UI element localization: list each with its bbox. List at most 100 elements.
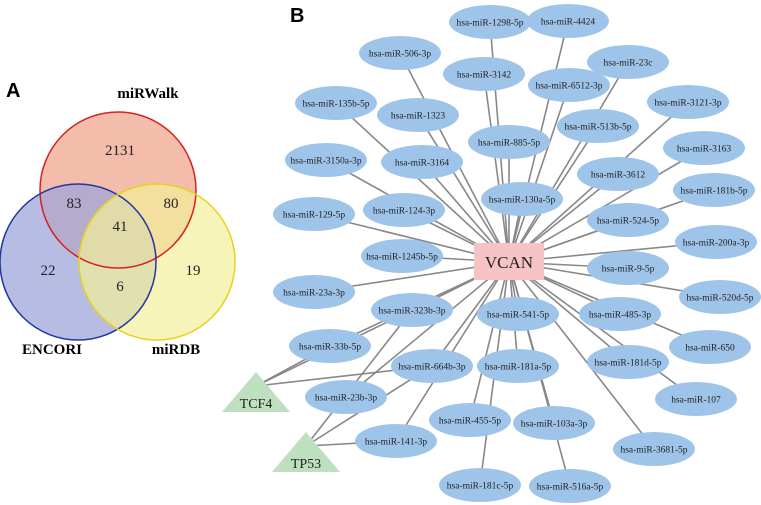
mirna-ellipse bbox=[468, 125, 550, 159]
mirna-label: hsa-miR-200a-3p bbox=[683, 239, 750, 249]
mirna-node-hsa-mir-485-3p: hsa-miR-485-3p bbox=[579, 297, 661, 331]
mirna-label: hsa-miR-650 bbox=[685, 344, 735, 354]
mirna-label: hsa-miR-885-5p bbox=[478, 139, 541, 149]
mirna-node-hsa-mir-124-3p: hsa-miR-124-3p bbox=[363, 193, 445, 227]
mirna-ellipse bbox=[663, 131, 745, 165]
mirna-ellipse bbox=[527, 4, 609, 38]
mirna-label: hsa-miR-107 bbox=[671, 396, 721, 406]
mirna-label: hsa-miR-181b-5p bbox=[680, 187, 747, 197]
mirna-label: hsa-miR-129-5p bbox=[283, 211, 346, 221]
mirna-label: hsa-miR-524-5p bbox=[597, 217, 660, 227]
mirna-label: hsa-miR-141-3p bbox=[365, 438, 428, 448]
mirna-ellipse bbox=[355, 424, 437, 458]
mirna-ellipse bbox=[381, 145, 463, 179]
edge-vcan-hsa-mir-3681-5p bbox=[508, 261, 655, 450]
mirna-label: hsa-miR-516a-5p bbox=[537, 483, 604, 493]
mirna-label: hsa-miR-6512-3p bbox=[535, 82, 602, 92]
mirna-ellipse bbox=[439, 468, 521, 502]
count-mirwalk-only: 2131 bbox=[105, 143, 135, 159]
mirna-node-hsa-mir-181d-5p: hsa-miR-181d-5p bbox=[587, 345, 669, 379]
mirna-ellipse bbox=[477, 297, 559, 331]
mirna-ellipse bbox=[377, 98, 459, 132]
mirna-node-hsa-mir-23a-3p: hsa-miR-23a-3p bbox=[273, 275, 355, 309]
mirna-node-hsa-mir-455-5p: hsa-miR-455-5p bbox=[429, 403, 511, 437]
mirna-node-hsa-mir-181a-5p: hsa-miR-181a-5p bbox=[477, 349, 559, 383]
mirna-nodes: hsa-miR-1298-5p hsa-miR-4424 hsa-miR-506-3… bbox=[273, 4, 761, 503]
mirna-ellipse bbox=[579, 297, 661, 331]
mirna-ellipse bbox=[285, 143, 367, 177]
mirna-node-hsa-mir-3163: hsa-miR-3163 bbox=[663, 131, 745, 165]
mirna-label: hsa-miR-181d-5p bbox=[594, 359, 661, 369]
mirna-label: hsa-miR-323b-3p bbox=[378, 307, 445, 317]
mirna-ellipse bbox=[477, 349, 559, 383]
mirna-ellipse bbox=[295, 86, 377, 120]
mirna-ellipse bbox=[391, 349, 473, 383]
count-all-three: 41 bbox=[113, 219, 128, 235]
mirna-ellipse bbox=[443, 57, 525, 91]
venn-circle-mirdb bbox=[79, 184, 235, 340]
hub-box bbox=[474, 243, 544, 280]
mirna-label: hsa-miR-3612 bbox=[591, 171, 646, 181]
mirna-label: hsa-miR-23a-3p bbox=[283, 289, 345, 299]
tf-node-tp53: TP53 bbox=[272, 432, 340, 472]
edge-vcan-hsa-mir-23c bbox=[508, 61, 629, 263]
mirna-label: hsa-miR-1298-5p bbox=[456, 19, 523, 29]
mirna-ellipse bbox=[673, 173, 755, 207]
edge-vcan-hsa-mir-6512-3p bbox=[508, 84, 570, 263]
mirna-node-hsa-mir-129-5p: hsa-miR-129-5p bbox=[273, 197, 355, 231]
mirna-ellipse bbox=[359, 36, 441, 70]
edge-vcan-hsa-mir-1323 bbox=[417, 114, 510, 263]
mirna-node-hsa-mir-130a-5p: hsa-miR-130a-5p bbox=[481, 182, 563, 216]
mirna-node-hsa-mir-181c-5p: hsa-miR-181c-5p bbox=[439, 468, 521, 502]
edge-vcan-hsa-mir-455-5p bbox=[469, 261, 510, 421]
mirna-label: hsa-miR-23c bbox=[603, 59, 652, 69]
mirna-node-hsa-mir-4424: hsa-miR-4424 bbox=[527, 4, 609, 38]
mirna-label: hsa-miR-520d-5p bbox=[686, 294, 753, 304]
venn-outline-mirwalk bbox=[39, 111, 197, 269]
count-mirdb-only: 19 bbox=[186, 263, 201, 279]
mirna-node-hsa-mir-23b-3p: hsa-miR-23b-3p bbox=[305, 380, 387, 414]
tf-label: TCF4 bbox=[240, 397, 273, 412]
mirna-ellipse bbox=[273, 275, 355, 309]
count-mirwalk-encori: 83 bbox=[67, 196, 82, 212]
mirna-node-hsa-mir-33b-5p: hsa-miR-33b-5p bbox=[289, 329, 371, 363]
mirna-node-hsa-mir-513b-5p: hsa-miR-513b-5p bbox=[557, 109, 639, 143]
mirna-node-hsa-mir-520d-5p: hsa-miR-520d-5p bbox=[679, 280, 761, 314]
hub-label: VCAN bbox=[485, 253, 533, 272]
mirna-label: hsa-miR-181a-5p bbox=[485, 363, 552, 373]
mirna-ellipse bbox=[557, 109, 639, 143]
count-mirwalk-mirdb: 80 bbox=[164, 196, 179, 212]
edge-vcan-hsa-mir-107 bbox=[508, 261, 697, 400]
mirna-node-hsa-mir-524-5p: hsa-miR-524-5p bbox=[587, 203, 669, 237]
mirna-label: hsa-miR-181c-5p bbox=[447, 482, 514, 492]
mirna-ellipse bbox=[587, 45, 669, 79]
mirna-node-hsa-mir-3142: hsa-miR-3142 bbox=[443, 57, 525, 91]
mirna-label: hsa-miR-103a-3p bbox=[521, 420, 588, 430]
edge-vcan-hsa-mir-135b-5p bbox=[335, 102, 510, 263]
mirna-node-hsa-mir-885-5p: hsa-miR-885-5p bbox=[468, 125, 550, 159]
mirna-label: hsa-miR-1323 bbox=[391, 112, 446, 122]
mirna-label: hsa-miR-3163 bbox=[677, 145, 732, 155]
mirna-ellipse bbox=[587, 345, 669, 379]
mirna-node-hsa-mir-3121-3p: hsa-miR-3121-3p bbox=[647, 85, 729, 119]
mirna-ellipse bbox=[361, 239, 443, 273]
mirna-node-hsa-mir-323b-3p: hsa-miR-323b-3p bbox=[371, 293, 453, 327]
mirna-node-hsa-mir-181b-5p: hsa-miR-181b-5p bbox=[673, 173, 755, 207]
mirna-label: hsa-miR-455-5p bbox=[439, 417, 502, 427]
mirna-ellipse bbox=[273, 197, 355, 231]
network-diagram: hsa-miR-1298-5p hsa-miR-4424 hsa-miR-506-3… bbox=[222, 4, 761, 503]
mirna-label: hsa-miR-513b-5p bbox=[564, 123, 631, 133]
hub-node-vcan: VCAN bbox=[474, 243, 544, 280]
mirna-node-hsa-mir-506-3p: hsa-miR-506-3p bbox=[359, 36, 441, 70]
tf-node-tcf4: TCF4 bbox=[222, 372, 290, 412]
mirna-label: hsa-miR-3150a-3p bbox=[290, 157, 361, 167]
count-encori-only: 22 bbox=[41, 263, 56, 279]
venn-label-encori: ENCORI bbox=[22, 342, 82, 358]
mirna-ellipse bbox=[363, 193, 445, 227]
mirna-label: hsa-miR-23b-3p bbox=[315, 394, 378, 404]
mirna-node-hsa-mir-541-5p: hsa-miR-541-5p bbox=[477, 297, 559, 331]
mirna-node-hsa-mir-3150a-3p: hsa-miR-3150a-3p bbox=[285, 143, 367, 177]
mirna-node-hsa-mir-6512-3p: hsa-miR-6512-3p bbox=[528, 68, 610, 102]
mirna-ellipse bbox=[679, 280, 761, 314]
